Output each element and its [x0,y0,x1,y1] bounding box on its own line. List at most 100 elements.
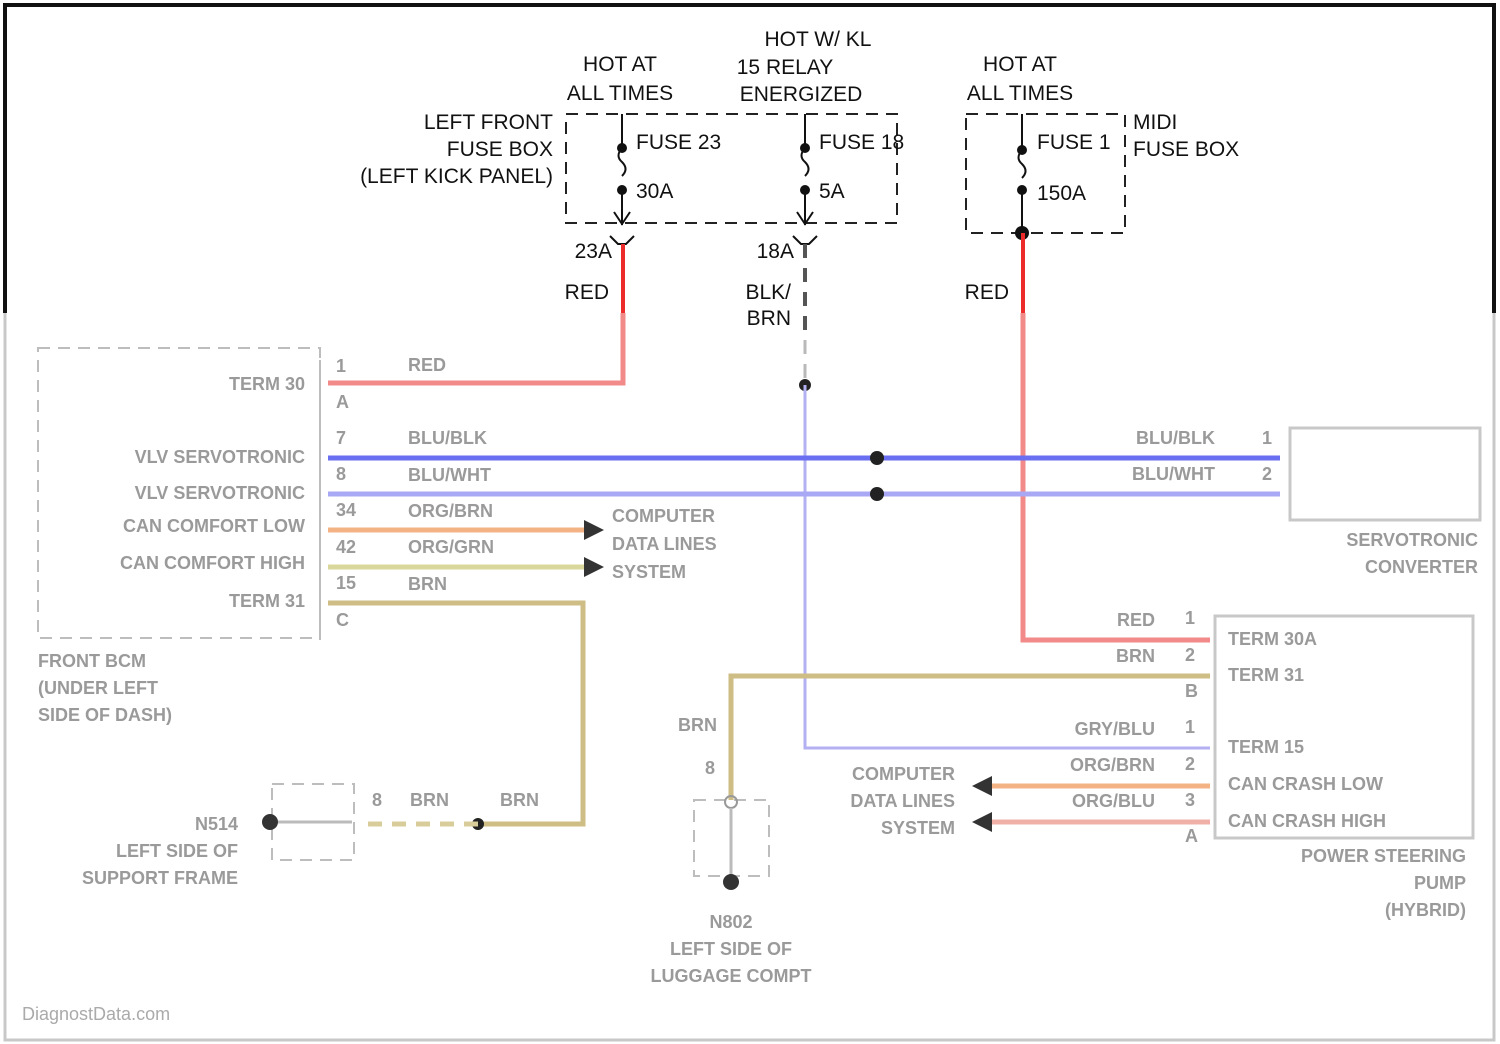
n802-name: N802 [709,912,752,932]
bcm-wire-org-brn: ORG/BRN [408,501,493,521]
converter-wire-blu-wht: BLU/WHT [1132,464,1215,484]
pump-title-1: POWER STEERING [1301,846,1466,866]
n802-location-1: LEFT SIDE OF [670,939,792,959]
fuse-18-terminal-bottom [800,185,810,195]
fuse1-hot-line2: ALL TIMES [967,82,1073,105]
converter-title-2: CONVERTER [1365,557,1478,577]
fuse-18-wire-color-line2: BRN [747,307,791,330]
fuse-18 [793,114,817,244]
left-fuse-box-line2: FUSE BOX [447,138,553,161]
blu-blk-splice [870,451,884,465]
bcm-can-comfort-high-label: CAN COMFORT HIGH [120,553,305,573]
watermark: DiagnostData.com [22,1004,170,1024]
bcm-conn-a: A [336,392,349,412]
bcm-wire-brn: BRN [408,574,447,594]
wire-red-fuse23-continued [328,313,623,383]
pump-wire-brn: BRN [1116,646,1155,666]
pump-wire-red: RED [1117,610,1155,630]
fuse1-hot-line1: HOT AT [983,53,1057,76]
arrow-can-comfort-high [584,557,604,577]
left-fuse-box-line1: LEFT FRONT [424,111,553,134]
converter-wire-blu-blk: BLU/BLK [1136,428,1215,448]
pump-pin-can-high: 3 [1185,790,1195,810]
n514-wire-brn-2: BRN [500,790,539,810]
pump-wire-gry-blu: GRY/BLU [1075,719,1155,739]
pump-title-2: PUMP [1414,873,1466,893]
midi-fuse-box-line1: MIDI [1133,111,1177,134]
n802-ground-point [723,874,739,890]
pump-pin-term31: 2 [1185,645,1195,665]
fuse-18-terminal-top [800,143,810,153]
bcm-data-lines-1: COMPUTER [612,506,715,526]
fuse-1-terminal-bottom [1017,185,1027,195]
fuse-18-pin: 18A [757,240,794,263]
pump-can-crash-high-label: CAN CRASH HIGH [1228,811,1386,831]
pump-wire-org-brn: ORG/BRN [1070,755,1155,775]
n514-location-2: SUPPORT FRAME [82,868,238,888]
fuse-23-name: FUSE 23 [636,131,721,154]
bcm-conn-c: C [336,610,349,630]
bcm-pin-term30: 1 [336,356,346,376]
pump-conn-a: A [1185,826,1198,846]
n802-location-2: LUGGAGE COMPT [651,966,812,986]
midi-fuse-box-line2: FUSE BOX [1133,138,1239,161]
bcm-wire-org-grn: ORG/GRN [408,537,494,557]
pump-data-lines-2: DATA LINES [850,791,955,811]
bcm-title-3: SIDE OF DASH) [38,705,172,725]
fuse-1 [1019,114,1026,232]
bcm-data-lines-3: SYSTEM [612,562,686,582]
pump-title-3: (HYBRID) [1385,900,1466,920]
n802-pin: 8 [705,758,715,778]
n514-pin: 8 [372,790,382,810]
pump-conn-b: B [1185,681,1198,701]
pump-pin-term30a: 1 [1185,608,1195,628]
servotronic-converter-box [1290,428,1480,520]
bcm-wire-blu-wht: BLU/WHT [408,465,491,485]
fuse18-hot-line2: 15 RELAY [737,56,834,79]
blu-wht-splice [870,487,884,501]
fuse23-hot-line2: ALL TIMES [567,82,673,105]
bcm-pin-blu-blk: 7 [336,428,346,448]
fuse-18-name: FUSE 18 [819,131,904,154]
pump-data-lines-1: COMPUTER [852,764,955,784]
fuse23-hot-line1: HOT AT [583,53,657,76]
arrow-can-crash-high [972,812,992,832]
fuse-23-terminal-bottom [617,185,627,195]
fuse-1-rating: 150A [1037,182,1086,205]
fuse-18-rating: 5A [819,180,845,203]
bcm-term30-label: TERM 30 [229,374,305,394]
bcm-title-1: FRONT BCM [38,651,146,671]
converter-pin-1: 1 [1262,428,1272,448]
fuse18-hot-line1: HOT W/ KL [765,28,872,51]
bcm-title-2: (UNDER LEFT [38,678,158,698]
arrow-can-comfort-low [584,520,604,540]
pump-term31-label: TERM 31 [1228,665,1304,685]
pump-wire-org-blu: ORG/BLU [1072,791,1155,811]
bcm-vlv-servotronic-2-label: VLV SERVOTRONIC [135,483,305,503]
converter-pin-2: 2 [1262,464,1272,484]
bcm-pin-can-low: 34 [336,500,356,520]
bcm-pin-blu-wht: 8 [336,464,346,484]
fuse-1-terminal-top [1017,145,1027,155]
left-fuse-box-line3: (LEFT KICK PANEL) [360,165,553,188]
fuse-23 [610,114,634,244]
fuse18-hot-line3: ENERGIZED [740,83,863,106]
diagram-frame [5,5,1494,313]
bcm-term31-label: TERM 31 [229,591,305,611]
bcm-can-comfort-low-label: CAN COMFORT LOW [123,516,305,536]
bcm-vlv-servotronic-1-label: VLV SERVOTRONIC [135,447,305,467]
arrow-can-crash-low [972,776,992,796]
bcm-data-lines-2: DATA LINES [612,534,717,554]
pump-can-crash-low-label: CAN CRASH LOW [1228,774,1383,794]
bcm-wire-blu-blk: BLU/BLK [408,428,487,448]
fuse-18-wire-color-line1: BLK/ [745,281,791,304]
fuse-23-pin: 23A [575,240,612,263]
pump-pin-term15: 1 [1185,717,1195,737]
n514-name: N514 [195,814,238,834]
n802-wire-brn: BRN [678,715,717,735]
n514-ground-point [262,814,278,830]
bcm-wire-red: RED [408,355,446,375]
pump-term15-label: TERM 15 [1228,737,1304,757]
pump-term30a-label: TERM 30A [1228,629,1317,649]
